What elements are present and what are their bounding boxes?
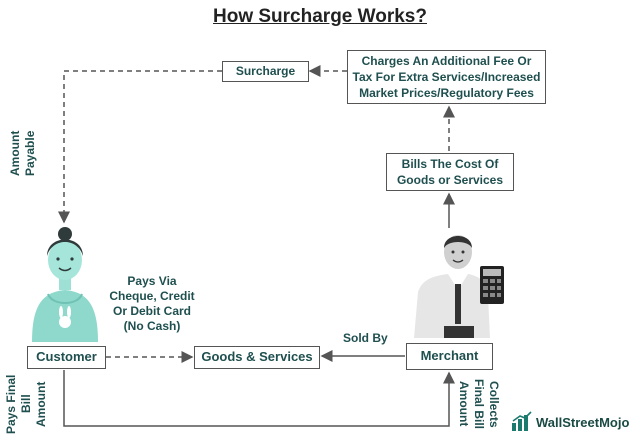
surcharge-box: Surcharge [222,61,309,82]
customer-label: Customer [36,349,97,364]
charges-box: Charges An Additional Fee Or Tax For Ext… [347,50,546,104]
sold-by-label: Sold By [343,331,388,345]
bills-line-1: Bills The Cost Of [401,157,499,171]
logo-text: WallStreetMojo [536,414,630,430]
pays-via-label: Pays Via Cheque, Credit Or Debit Card (N… [109,274,195,333]
bills-box: Bills The Cost Of Goods or Services [386,153,514,191]
pays-final-bill-label: Pays Final Bill Amount [4,374,48,434]
bills-line-2: Goods or Services [396,173,504,187]
merchant-box: Merchant [406,343,493,370]
goods-services-box: Goods & Services [194,346,320,369]
charges-line-1: Charges An Additional Fee Or [361,54,532,68]
merchant-label: Merchant [420,348,479,363]
goods-services-label: Goods & Services [201,349,313,364]
merchant-figure [414,235,504,338]
arrow-surcharge-to-customer [58,70,222,224]
charges-line-2: Tax For Extra Services/Increased [352,70,541,84]
surcharge-label: Surcharge [235,64,296,78]
charges-line-3: Market Prices/Regulatory Fees [359,86,534,100]
diagram-title: How Surcharge Works? [213,6,427,27]
amount-payable-label: Amount Payable [8,130,37,176]
wallstreetmojo-logo: WallStreetMojo [511,410,629,434]
logo-icon [512,411,532,431]
customer-figure [32,227,98,342]
collects-final-bill-label: Collects Final Bill Amount [457,378,501,429]
customer-box: Customer [27,346,106,369]
arrow-customer-to-merchant [63,370,455,427]
